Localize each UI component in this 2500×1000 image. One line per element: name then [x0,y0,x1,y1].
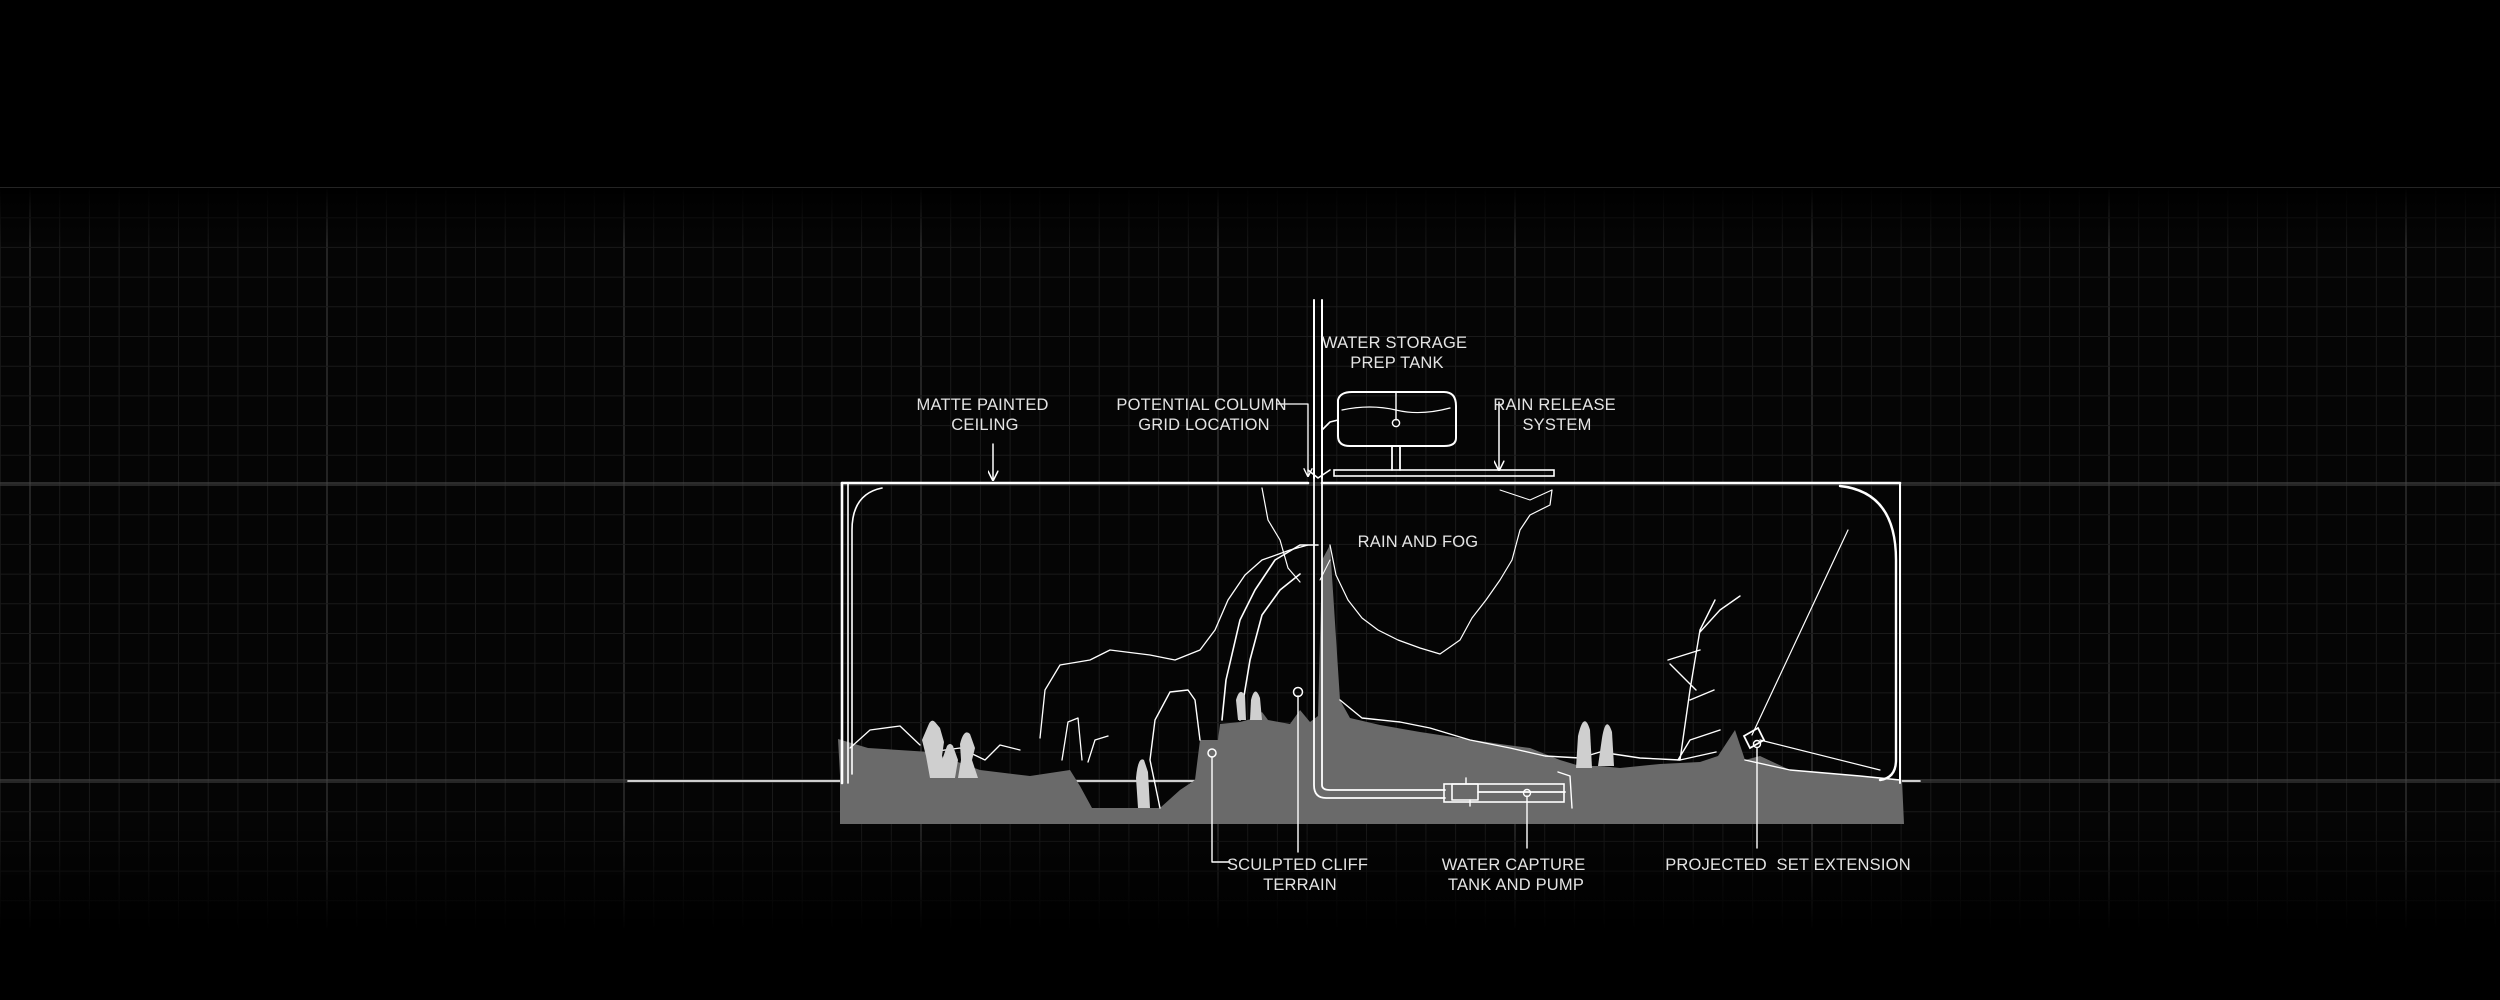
rain-release-bar [1333,469,1555,477]
label-matte-ceiling: MATTE PAINTED CEILING [917,396,1054,434]
leader-lines [993,401,1758,863]
label-cliff-terrain: SCULPTED CLIFF TERRAIN [1227,856,1373,894]
dead-tree [1667,595,1741,761]
matte-ceiling-outline [1261,487,1553,655]
projector-icon [1742,726,1766,750]
grid-fade-top [0,188,2500,248]
foreground-rocks-left [849,717,1109,763]
rock-ridge-left [1039,544,1309,739]
people-silhouettes [922,691,1614,808]
rock-face-left [1149,689,1201,809]
stage-envelope [840,481,1902,785]
right-terrain [1339,699,1901,781]
label-storage-tank: WATER STORAGE PREP TANK [1322,334,1472,372]
label-column-grid: POTENTIAL COLUMN GRID LOCATION [1116,396,1291,434]
cliff-face [1221,544,1319,721]
ground-fill [838,545,1904,824]
label-rain-fog: RAIN AND FOG [1358,533,1479,551]
water-plumbing [1307,299,1573,809]
grid-fade-bottom [0,820,2500,930]
water-storage-tank [1321,391,1457,479]
label-projected-set: PROJECTED SET EXTENSION [1665,856,1911,874]
projection-beam [1751,529,1881,771]
label-rain-release: RAIN RELEASE SYSTEM [1493,396,1620,434]
labels: MATTE PAINTED CEILING POTENTIAL COLUMN G… [917,334,1911,894]
label-capture-tank: WATER CAPTURE TANK AND PUMP [1442,856,1591,894]
column-marker [1277,403,1308,476]
rain-streaks [1336,490,1496,740]
